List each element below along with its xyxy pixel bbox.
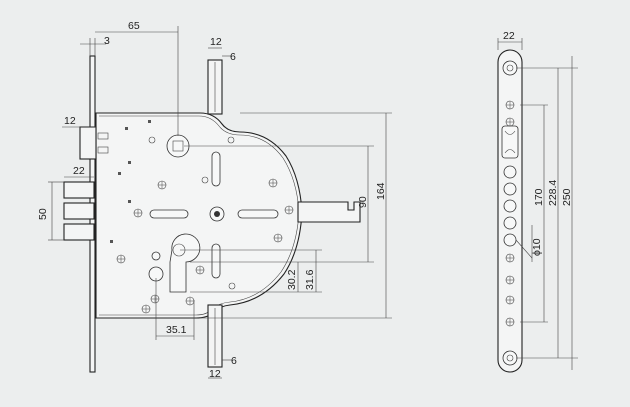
- dim-height: 164: [375, 182, 387, 200]
- rivet-marks: [110, 120, 151, 243]
- side-view: 3 65 12 6 6 12 12 22 50 164 90: [37, 20, 392, 380]
- dim-latch-width: 12: [64, 115, 76, 127]
- screw-cross-marks: [117, 179, 293, 313]
- slot-right: [237, 209, 279, 219]
- dim-total-length: 250: [561, 188, 573, 206]
- faceplate-bolt-hole-2: [503, 182, 517, 196]
- latch-slot-2: [97, 146, 109, 154]
- faceplate-latch-window: [501, 125, 519, 159]
- faceplate-bolt-hole-1: [503, 165, 517, 179]
- dim-hole-diameter: ϕ10: [531, 238, 543, 256]
- screw-hole-a: [151, 251, 161, 261]
- faceplate-screw-bottom: [502, 350, 518, 366]
- center-hub-pin: [214, 211, 220, 217]
- faceplate-bolt-hole-4: [503, 216, 517, 230]
- dim-cyl-offset-1: 30.2: [286, 269, 298, 290]
- dim-top-offset: 3: [104, 35, 110, 47]
- latch-bolt: [79, 126, 97, 160]
- dim-follower-depth-top: 6: [230, 51, 236, 63]
- cylinder-profile: [169, 233, 201, 293]
- dim-leader-hole: [515, 239, 533, 259]
- dim-backset: 35.1: [166, 324, 187, 336]
- dim-cyl-offset-2: 31.6: [304, 269, 316, 290]
- dim-follower-width: 12: [210, 36, 222, 48]
- slot-vertical-lower: [211, 243, 221, 279]
- bolt-tail: [297, 201, 361, 223]
- deadbolt-2: [63, 202, 95, 220]
- dim-follower-width-bottom: 12: [209, 368, 221, 380]
- deadbolt-3: [63, 223, 95, 241]
- dim-bolt-height: 50: [37, 208, 49, 220]
- faceplate-screw-top: [502, 60, 518, 76]
- dim-hole-spacing: 170: [533, 188, 545, 206]
- screw-11: [201, 176, 209, 184]
- dim-follower-depth-bottom: 6: [231, 355, 237, 367]
- slot-vertical-upper: [211, 151, 221, 187]
- dim-inner-length: 228.4: [547, 180, 559, 206]
- dim-center-distance: 90: [357, 196, 369, 208]
- latch-slot-1: [97, 132, 109, 140]
- screw-13: [228, 282, 236, 290]
- faceplate-bolt-hole-5: [503, 233, 517, 247]
- spindle-square: [172, 140, 184, 152]
- slot-left: [149, 209, 189, 219]
- faceplate-view: 22 170 228.4 250 ϕ10: [497, 30, 578, 373]
- faceplate-bolt-hole-3: [503, 199, 517, 213]
- deadbolt-1: [63, 181, 95, 199]
- dim-body-width: 65: [128, 20, 140, 32]
- screw-14: [148, 136, 156, 144]
- screw-10: [227, 136, 235, 144]
- faceplate-bolt-holes: [503, 165, 517, 247]
- dim-faceplate-width: 22: [503, 30, 515, 42]
- dim-bolt-depth: 22: [73, 165, 85, 177]
